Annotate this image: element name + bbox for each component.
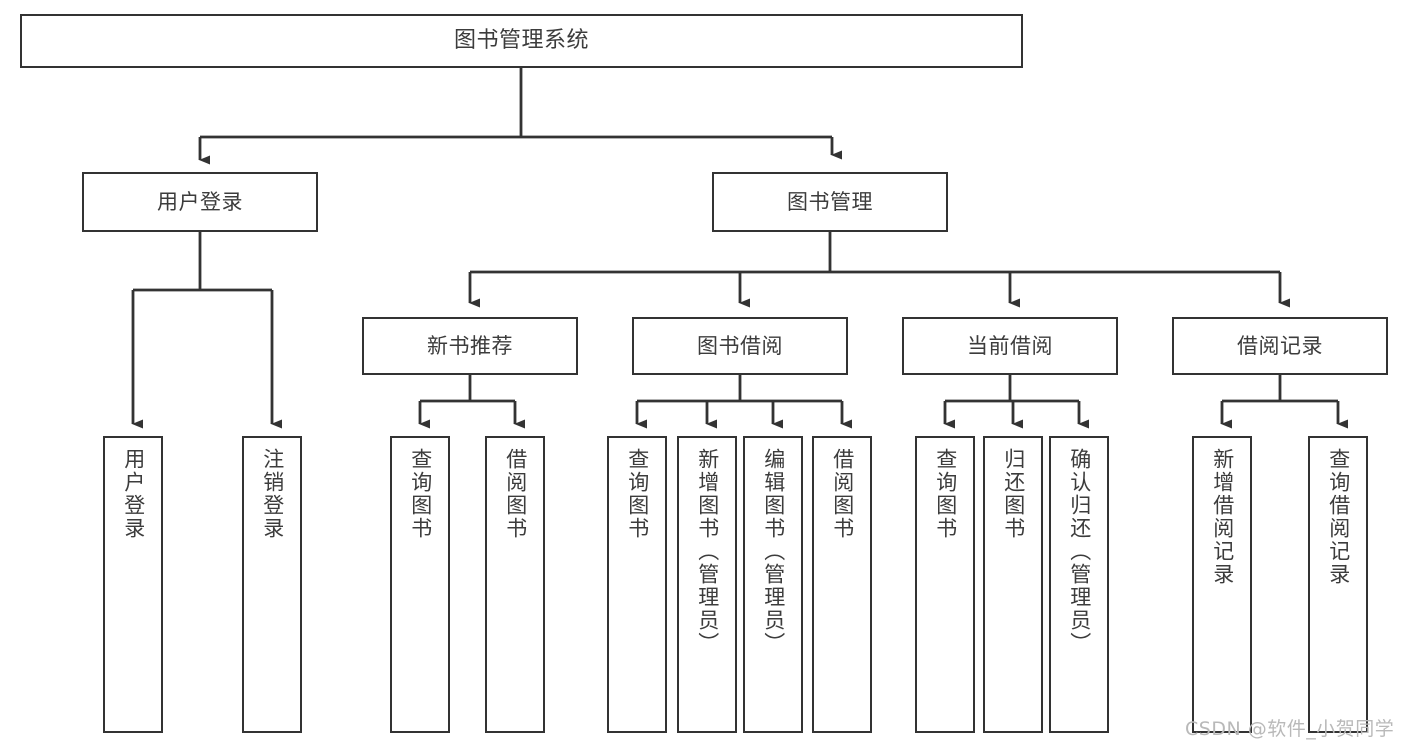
node-leaf-query-book-3[interactable]: 查询图书 [915, 436, 975, 733]
node-current-borrow-label: 当前借阅 [967, 333, 1053, 358]
node-leaf-query-book-1-label: 查询图书 [408, 448, 433, 540]
node-leaf-borrow-book-1[interactable]: 借阅图书 [485, 436, 545, 733]
node-leaf-user-login-label: 用户登录 [121, 448, 146, 540]
node-leaf-query-book-1[interactable]: 查询图书 [390, 436, 450, 733]
node-leaf-borrow-book-2-label: 借阅图书 [830, 448, 855, 540]
node-book-manage[interactable]: 图书管理 [712, 172, 948, 232]
node-leaf-add-book[interactable]: 新增图书（管理员） [677, 436, 737, 733]
node-book-borrow-label: 图书借阅 [697, 333, 783, 358]
node-leaf-logout-login[interactable]: 注销登录 [242, 436, 302, 733]
node-leaf-borrow-book-2[interactable]: 借阅图书 [812, 436, 872, 733]
node-borrow-record-label: 借阅记录 [1237, 333, 1323, 358]
node-new-book-recommend-label: 新书推荐 [427, 333, 513, 358]
node-leaf-add-record-label: 新增借阅记录 [1210, 448, 1235, 586]
node-root-label: 图书管理系统 [453, 28, 589, 54]
node-leaf-edit-book-label: 编辑图书（管理员） [761, 448, 786, 655]
node-leaf-add-book-label: 新增图书（管理员） [695, 448, 720, 655]
node-leaf-confirm-return[interactable]: 确认归还（管理员） [1049, 436, 1109, 733]
node-leaf-edit-book[interactable]: 编辑图书（管理员） [743, 436, 803, 733]
node-user-login-label: 用户登录 [157, 189, 243, 214]
node-leaf-return-book-label: 归还图书 [1001, 448, 1026, 540]
node-leaf-query-record[interactable]: 查询借阅记录 [1308, 436, 1368, 733]
node-root[interactable]: 图书管理系统 [20, 14, 1023, 68]
node-leaf-query-book-2-label: 查询图书 [625, 448, 650, 540]
node-leaf-query-book-3-label: 查询图书 [933, 448, 958, 540]
node-leaf-logout-login-label: 注销登录 [260, 448, 285, 540]
node-leaf-query-book-2[interactable]: 查询图书 [607, 436, 667, 733]
node-current-borrow[interactable]: 当前借阅 [902, 317, 1118, 375]
node-leaf-add-record[interactable]: 新增借阅记录 [1192, 436, 1252, 733]
node-new-book-recommend[interactable]: 新书推荐 [362, 317, 578, 375]
node-leaf-borrow-book-1-label: 借阅图书 [503, 448, 528, 540]
node-user-login[interactable]: 用户登录 [82, 172, 318, 232]
node-borrow-record[interactable]: 借阅记录 [1172, 317, 1388, 375]
node-leaf-query-record-label: 查询借阅记录 [1326, 448, 1351, 586]
node-book-borrow[interactable]: 图书借阅 [632, 317, 848, 375]
node-leaf-user-login[interactable]: 用户登录 [103, 436, 163, 733]
node-book-manage-label: 图书管理 [787, 189, 873, 214]
node-leaf-return-book[interactable]: 归还图书 [983, 436, 1043, 733]
csdn-watermark: CSDN @软件_小贺同学 [1185, 718, 1395, 740]
node-leaf-confirm-return-label: 确认归还（管理员） [1067, 448, 1092, 655]
